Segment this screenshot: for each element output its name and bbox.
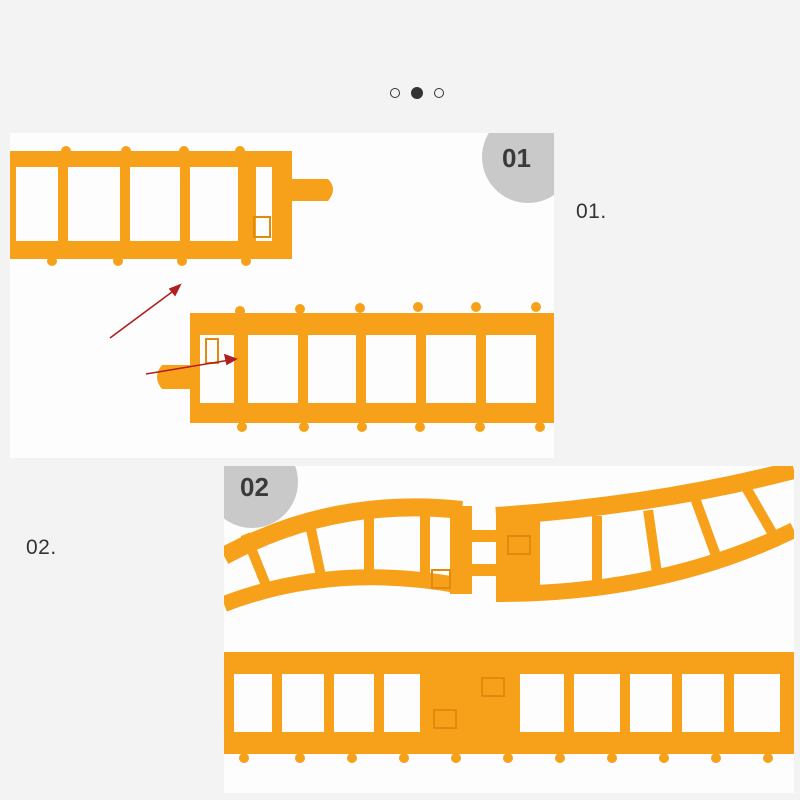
step-1-label: 01. <box>576 200 607 223</box>
carousel-indicator <box>390 87 446 103</box>
step-2-badge: 02 <box>240 472 269 502</box>
carousel-dot-2[interactable] <box>411 87 423 99</box>
step-2-label: 02. <box>26 536 57 559</box>
step-1-image: 01 <box>10 133 554 458</box>
carousel-dot-3[interactable] <box>434 88 444 98</box>
track-photo-2 <box>224 466 794 763</box>
carousel-dot-1[interactable] <box>390 88 400 98</box>
track-photo-1 <box>10 146 554 432</box>
step-1-badge: 01 <box>502 143 531 173</box>
badge-shape <box>482 133 554 203</box>
step-2-image: 02 <box>224 466 794 793</box>
badge-shape <box>224 466 298 528</box>
